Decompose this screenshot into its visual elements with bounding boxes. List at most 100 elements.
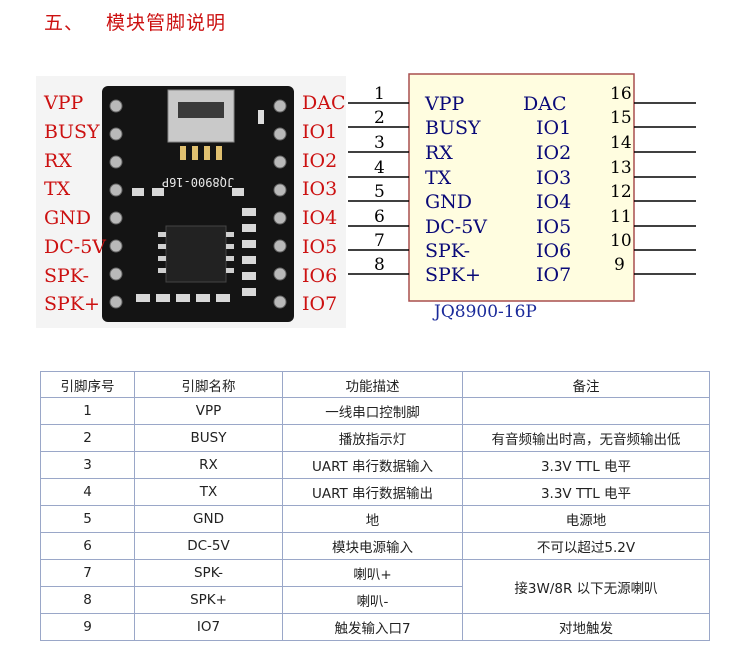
schematic-pin-number: 14 [610, 133, 632, 153]
module-left-label: GND [44, 207, 92, 229]
pin-note-cell: 接3W/8R 以下无源喇叭 [462, 559, 710, 614]
schematic-pin-name: GND [425, 191, 473, 213]
table-header-row: 引脚序号 引脚名称 功能描述 备注 [40, 371, 710, 398]
pin-number-cell: 4 [40, 478, 135, 506]
column-header: 功能描述 [282, 371, 463, 398]
schematic-lines [348, 73, 696, 302]
pin-note-cell: 3.3V TTL 电平 [462, 451, 710, 479]
schematic-pin-name: DC-5V [425, 216, 488, 238]
pin-number-cell: 2 [40, 424, 135, 452]
schematic-pin-name: RX [425, 142, 453, 164]
pin-number-cell: 3 [40, 451, 135, 479]
table-row: 8 SPK+ 喇叭- [40, 586, 710, 614]
pin-name-cell: BUSY [134, 424, 283, 452]
pin-name-cell: SPK+ [134, 586, 283, 614]
schematic-pin-name: VPP [425, 93, 465, 115]
schematic-pin-number: 9 [614, 255, 625, 275]
pin-note-cell: 有音频输出时高，无音频输出低 [462, 424, 710, 452]
schematic-pin-name: TX [425, 167, 452, 189]
pin-name-cell: DC-5V [134, 532, 283, 560]
pin-desc-cell: 喇叭+ [282, 559, 463, 587]
schematic-symbol: 1 2 3 4 5 6 7 8 VPP BUSY RX TX GND DC-5V… [346, 66, 750, 328]
module-left-label: RX [44, 150, 72, 172]
schematic-pin-number: 7 [374, 231, 385, 251]
table-row: 2 BUSY 播放指示灯 有音频输出时高，无音频输出低 [40, 424, 710, 452]
table-row: 4 TX UART 串行数据输出 3.3V TTL 电平 [40, 478, 710, 506]
schematic-pin-number: 16 [610, 84, 632, 104]
section-heading: 五、模块管脚说明 [44, 8, 226, 35]
schematic-pin-name: DAC [523, 93, 567, 115]
pin-name-cell: SPK- [134, 559, 283, 587]
schematic-pin-name: SPK+ [425, 264, 481, 286]
pin-name-cell: TX [134, 478, 283, 506]
schematic-pin-name: IO7 [536, 264, 572, 286]
pin-desc-cell: 喇叭- [282, 586, 463, 614]
module-right-label: IO4 [302, 207, 338, 229]
pin-name-cell: GND [134, 505, 283, 533]
module-right-label: IO2 [302, 150, 338, 172]
schematic-pin-number: 8 [374, 255, 385, 275]
pin-number-cell: 5 [40, 505, 135, 533]
schematic-pin-number: 12 [610, 182, 632, 202]
module-right-label: IO3 [302, 178, 338, 200]
schematic-pin-name: IO3 [536, 167, 572, 189]
schematic-pin-number: 1 [374, 84, 385, 104]
pin-number-cell: 9 [40, 613, 135, 641]
module-right-label: IO7 [302, 293, 338, 315]
table-row: 5 GND 地 电源地 [40, 505, 710, 533]
pin-number-cell: 1 [40, 397, 135, 425]
module-right-label: IO1 [302, 121, 338, 143]
schematic-pin-number: 6 [374, 207, 385, 227]
pin-desc-cell: 地 [282, 505, 463, 533]
table-row: 7 SPK- 喇叭+ 接3W/8R 以下无源喇叭 [40, 559, 710, 614]
module-right-label: IO5 [302, 236, 338, 258]
pin-name-cell: RX [134, 451, 283, 479]
schematic-part-name: JQ8900-16P [434, 302, 537, 322]
pin-desc-cell: 一线串口控制脚 [282, 397, 463, 425]
module-left-label: SPK- [44, 265, 90, 287]
table-row: 3 RX UART 串行数据输入 3.3V TTL 电平 [40, 451, 710, 479]
module-left-label: TX [44, 178, 71, 200]
pin-desc-cell: 模块电源输入 [282, 532, 463, 560]
silkscreen-text: JQ8900-16P [162, 175, 234, 189]
table-row: 6 DC-5V 模块电源输入 不可以超过5.2V [40, 532, 710, 560]
pin-desc-cell: 触发输入口7 [282, 613, 463, 641]
schematic-pin-number: 2 [374, 108, 385, 128]
module-board-graphic: JQ8900-16P [102, 86, 294, 322]
pin-number-cell: 6 [40, 532, 135, 560]
schematic-pin-name: IO5 [536, 216, 572, 238]
schematic-pin-name: IO2 [536, 142, 572, 164]
schematic-pin-number: 11 [610, 207, 632, 227]
module-left-label: SPK+ [44, 293, 100, 315]
pin-desc-cell: UART 串行数据输入 [282, 451, 463, 479]
schematic-pin-name: BUSY [425, 117, 481, 139]
schematic-pin-name: SPK- [425, 240, 471, 262]
column-header: 引脚序号 [40, 371, 135, 398]
pin-note-cell: 电源地 [462, 505, 710, 533]
pin-number-cell: 8 [40, 586, 135, 614]
schematic-pin-name: IO6 [536, 240, 572, 262]
schematic-pin-name: IO4 [536, 191, 572, 213]
pin-table: 引脚序号 引脚名称 功能描述 备注 1 VPP 一线串口控制脚 2 BUSY 播… [40, 371, 710, 641]
schematic-pin-name: IO1 [536, 117, 572, 139]
table-row: 1 VPP 一线串口控制脚 [40, 397, 710, 425]
schematic-pin-number: 5 [374, 182, 385, 202]
module-right-label: DAC [302, 92, 346, 114]
section-title: 模块管脚说明 [106, 12, 227, 34]
schematic-pin-number: 13 [610, 158, 632, 178]
schematic-pin-number: 10 [610, 231, 632, 251]
schematic-pin-number: 15 [610, 108, 632, 128]
schematic-pin-number: 3 [374, 133, 385, 153]
pin-note-cell: 3.3V TTL 电平 [462, 478, 710, 506]
pin-number-cell: 7 [40, 559, 135, 587]
pin-desc-cell: 播放指示灯 [282, 424, 463, 452]
pin-note-cell: 对地触发 [462, 613, 710, 641]
module-photo: JQ8900-16P VPP BUSY RX TX GND DC-5V SPK-… [36, 76, 348, 328]
module-left-label: BUSY [44, 121, 100, 143]
section-number: 五、 [44, 12, 85, 34]
pin-note-cell [462, 397, 710, 425]
pin-name-cell: IO7 [134, 613, 283, 641]
pin-desc-cell: UART 串行数据输出 [282, 478, 463, 506]
schematic-pin-number: 4 [374, 158, 385, 178]
module-right-label: IO6 [302, 265, 338, 287]
